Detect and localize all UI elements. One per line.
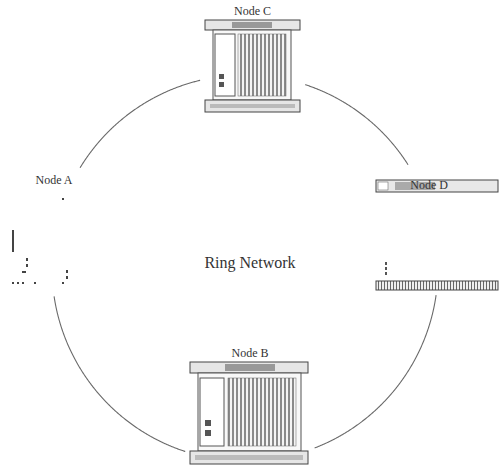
ring-link [80,80,200,167]
node-label: Node C [234,5,271,18]
ring-link [305,85,408,165]
rack-equipment [190,362,308,464]
rack-unit [376,180,498,290]
node-label: Node B [232,347,269,360]
node-box: Node A [8,168,100,296]
faded-equipment [12,198,68,284]
ring-link [54,296,185,451]
node-box: Node D [372,165,499,295]
node-box: Node B [185,343,315,468]
node-box: Node C [200,2,305,115]
node-label: Node A [36,174,73,187]
rack-equipment [205,20,300,112]
network-label: Ring Network [204,254,295,272]
ring-link [315,295,436,448]
node-label: Node D [410,179,448,192]
